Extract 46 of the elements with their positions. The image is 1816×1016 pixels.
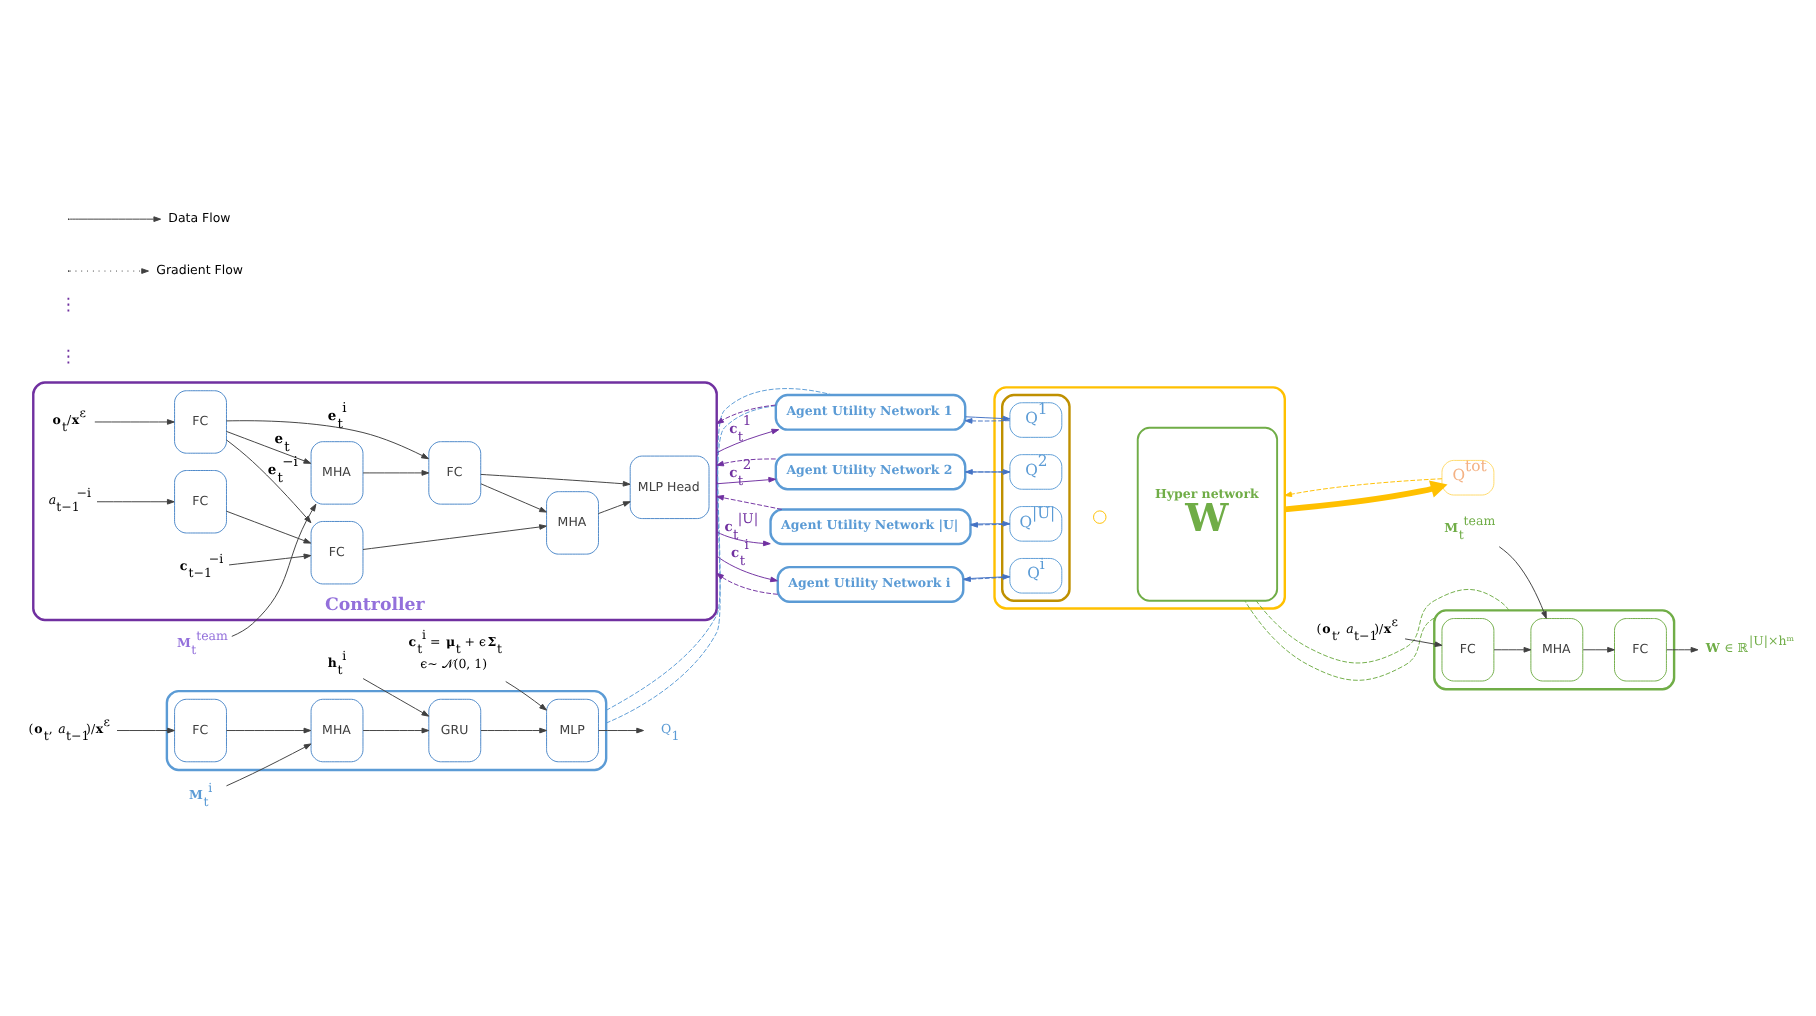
arrow (716, 572, 779, 595)
arrow (362, 470, 430, 476)
connector (605, 388, 833, 711)
arrow (362, 678, 430, 717)
arrow (362, 727, 430, 734)
arrow (226, 420, 429, 460)
arrow (226, 743, 312, 787)
arrow (716, 404, 776, 425)
arrow (965, 415, 1011, 422)
arrow (116, 727, 175, 734)
arrow (96, 498, 175, 505)
connector (1255, 588, 1510, 664)
arrow (964, 418, 1011, 424)
label: ⋮ (59, 295, 77, 316)
arrow (598, 727, 644, 734)
arrow (480, 473, 631, 487)
arrow (716, 495, 783, 510)
arrow (716, 531, 771, 547)
arrow (1582, 646, 1615, 653)
cluster (993, 386, 1286, 610)
arrow (228, 553, 312, 566)
arrow (716, 428, 780, 454)
arrow (1666, 646, 1699, 653)
arrow (716, 555, 778, 583)
arrow (362, 524, 547, 550)
node-circle (1093, 510, 1107, 524)
arrow (1498, 546, 1547, 619)
arrow (226, 439, 312, 524)
arrow (94, 419, 175, 425)
arrow (598, 501, 631, 515)
arrow (1493, 646, 1532, 653)
arrow (716, 476, 777, 485)
arrow (480, 483, 547, 513)
arrow (226, 430, 312, 464)
arrow (1284, 480, 1448, 513)
arrow (226, 510, 312, 544)
arrow (716, 458, 777, 467)
connector (605, 405, 777, 724)
connector (1244, 600, 1435, 681)
arrow (1404, 638, 1443, 647)
arrow (226, 727, 312, 734)
arrow (480, 727, 547, 734)
label: ⋮ (59, 347, 77, 368)
arrow (505, 681, 547, 711)
arrow (1284, 478, 1443, 498)
arrow (231, 503, 317, 637)
